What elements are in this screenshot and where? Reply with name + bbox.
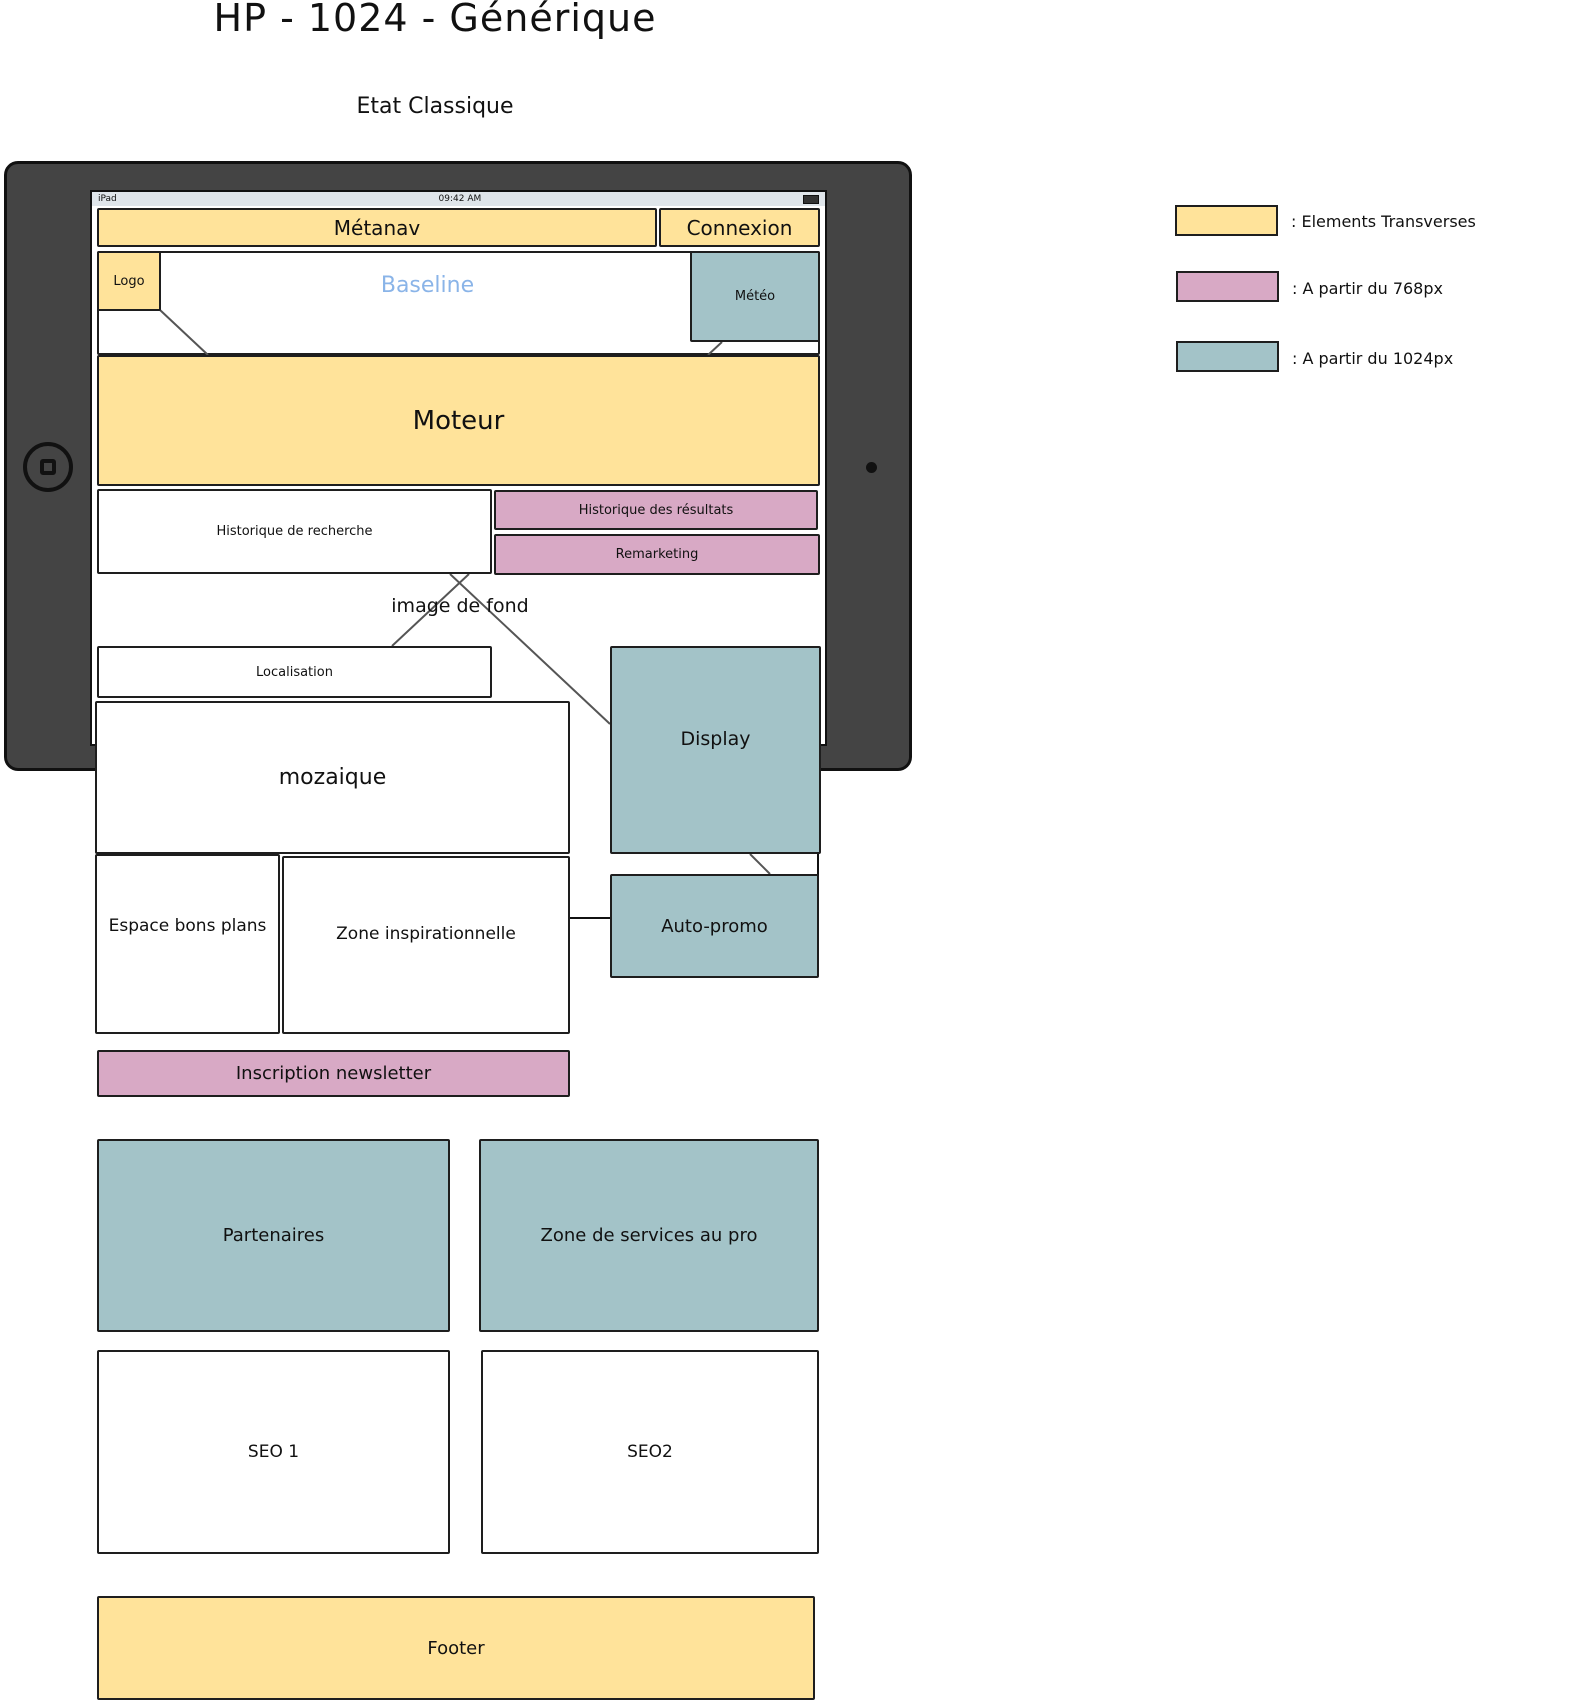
status-device: iPad [98,194,117,204]
auto-promo-label: Auto-promo [661,915,768,937]
meteo-block: Météo [690,251,820,342]
remarketing-block: Remarketing [494,534,820,575]
historique-recherche-label: Historique de recherche [216,524,373,539]
legend-item-1024: : A partir du 1024px [1175,341,1575,373]
connexion-label: Connexion [686,215,793,240]
legend-item-768: : A partir du 768px [1175,271,1575,303]
page-title: HP - 1024 - Générique [213,0,657,40]
legend-label-768: : A partir du 768px [1292,279,1443,298]
legend-swatch-pink [1176,271,1279,302]
espace-bons-plans-label: Espace bons plans [108,916,267,936]
legend-label-1024: : A partir du 1024px [1292,349,1454,368]
historique-resultats-label: Historique des résultats [578,502,734,518]
page-subtitle: Etat Classique [356,94,514,119]
seo1-block: SEO 1 [97,1350,450,1554]
moteur-block: Moteur [97,355,820,486]
seo2-block: SEO2 [481,1350,819,1554]
inscription-newsletter-label: Inscription newsletter [235,1063,432,1084]
footer-label: Footer [427,1637,485,1659]
metanav-label: Métanav [333,215,421,240]
image-de-fond-label: image de fond [391,595,529,617]
auto-promo-block: Auto-promo [610,874,819,978]
legend-swatch-yellow [1175,205,1278,236]
partenaires-block: Partenaires [97,1139,450,1332]
partenaires-label: Partenaires [222,1225,325,1246]
moteur-label: Moteur [412,405,505,436]
legend-item-transverses: : Elements Transverses [1175,205,1575,237]
baseline-label: Baseline [380,273,475,298]
camera-icon [866,462,877,473]
seo2-label: SEO2 [627,1442,673,1462]
legend-swatch-teal [1176,341,1279,372]
localisation-label: Localisation [256,664,333,680]
zone-inspirationnelle-block: Zone inspirationnelle [282,856,570,1034]
logo-label: Logo [113,273,145,289]
battery-icon [803,194,819,204]
zone-inspirationnelle-label: Zone inspirationnelle [336,924,516,944]
mozaique-label: mozaique [278,765,387,790]
zone-services-pro-block: Zone de services au pro [479,1139,819,1332]
mozaique-block: mozaique [95,701,570,854]
inscription-newsletter-block: Inscription newsletter [97,1050,570,1097]
status-bar: iPad 09:42 AM [92,192,825,206]
footer-block: Footer [97,1596,815,1700]
home-button-icon [23,442,73,492]
logo-block: Logo [97,251,161,311]
display-label: Display [680,728,751,750]
legend-label-transverses: : Elements Transverses [1291,212,1476,231]
espace-bons-plans-block: Espace bons plans [95,854,280,1034]
metanav-block: Métanav [97,208,657,247]
localisation-block: Localisation [97,646,492,698]
remarketing-label: Remarketing [615,547,699,562]
connexion-block: Connexion [659,208,820,247]
home-button-square-icon [40,459,56,475]
status-time: 09:42 AM [438,194,482,204]
legend: : Elements Transverses : A partir du 768… [1175,205,1575,385]
meteo-label: Météo [734,289,776,304]
zone-services-pro-label: Zone de services au pro [540,1225,758,1246]
historique-recherche-block: Historique de recherche [97,489,492,574]
display-block: Display [610,646,821,854]
historique-resultats-block: Historique des résultats [494,490,818,530]
seo1-label: SEO 1 [247,1442,300,1462]
